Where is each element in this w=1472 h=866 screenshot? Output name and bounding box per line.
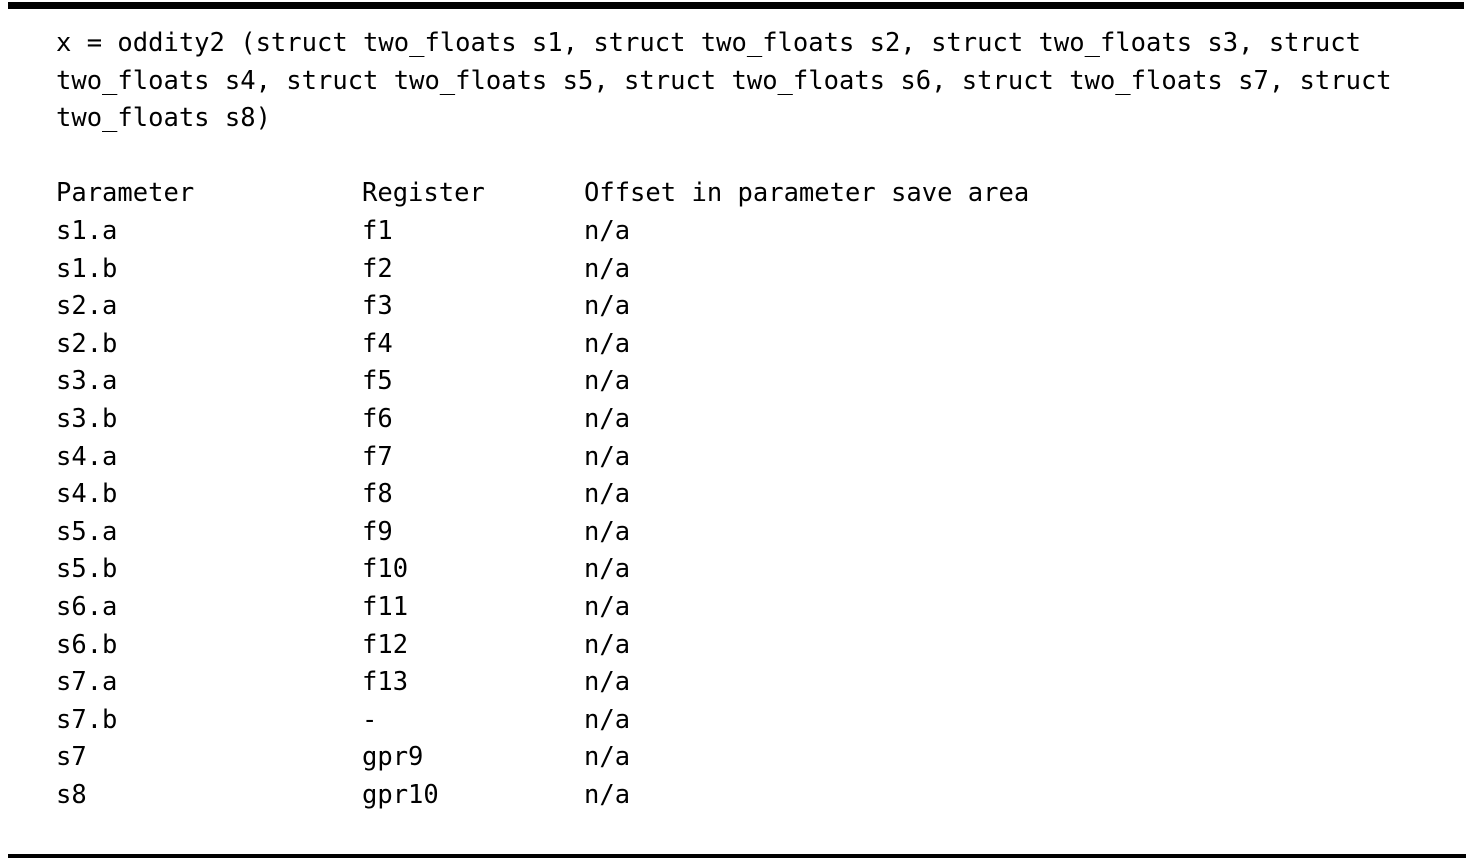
- cell-register: f1: [362, 215, 393, 246]
- cell-register: f9: [362, 516, 393, 547]
- cell-offset: n/a: [584, 253, 631, 284]
- column-header-register: Register: [362, 178, 485, 209]
- table-row: s2.a f3 n/a: [56, 288, 1044, 326]
- cell-offset: n/a: [584, 215, 631, 246]
- table-row: s1.b f2 n/a: [56, 251, 1044, 289]
- cell-offset: n/a: [584, 591, 631, 622]
- cell-register: f5: [362, 366, 393, 397]
- table-row: s7 gpr9 n/a: [56, 739, 1044, 777]
- cell-register: f11: [362, 591, 409, 622]
- cell-parameter: s3.b: [56, 403, 118, 434]
- table-header-row: Parameter Register Offset in parameter s…: [56, 175, 1044, 213]
- table-row: s2.b f4 n/a: [56, 326, 1044, 364]
- cell-offset: n/a: [584, 328, 631, 359]
- cell-register: f7: [362, 441, 393, 472]
- column-header-offset: Offset in parameter save area: [584, 178, 1030, 209]
- cell-offset: n/a: [584, 516, 631, 547]
- cell-offset: n/a: [584, 554, 631, 585]
- cell-register: f2: [362, 253, 393, 284]
- cell-offset: n/a: [584, 441, 631, 472]
- cell-parameter: s6.a: [56, 591, 118, 622]
- cell-parameter: s7.b: [56, 704, 118, 735]
- cell-offset: n/a: [584, 779, 631, 810]
- cell-offset: n/a: [584, 291, 631, 322]
- parameter-register-table: Parameter Register Offset in parameter s…: [56, 175, 1044, 814]
- cell-parameter: s1.a: [56, 215, 118, 246]
- table-header: Parameter Register Offset in parameter s…: [56, 175, 1044, 213]
- cell-offset: n/a: [584, 704, 631, 735]
- cell-parameter: s7: [56, 742, 87, 773]
- cell-parameter: s2.a: [56, 291, 118, 322]
- cell-parameter: s5.b: [56, 554, 118, 585]
- table-row: s3.b f6 n/a: [56, 401, 1044, 439]
- cell-register: f12: [362, 629, 409, 660]
- table-row: s6.b f12 n/a: [56, 627, 1044, 665]
- table-row: s4.a f7 n/a: [56, 439, 1044, 477]
- cell-register: f8: [362, 479, 393, 510]
- table-row: s6.a f11 n/a: [56, 589, 1044, 627]
- cell-offset: n/a: [584, 366, 631, 397]
- cell-register: gpr10: [362, 779, 439, 810]
- table-row: s7.a f13 n/a: [56, 664, 1044, 702]
- paragraph-spacer: [56, 138, 1416, 176]
- cell-parameter: s8: [56, 779, 87, 810]
- function-signature: x = oddity2 (struct two_floats s1, struc…: [56, 28, 1408, 134]
- content-block: x = oddity2 (struct two_floats s1, struc…: [56, 25, 1416, 814]
- cell-register: gpr9: [362, 742, 424, 773]
- cell-offset: n/a: [584, 742, 631, 773]
- cell-parameter: s1.b: [56, 253, 118, 284]
- cell-register: f6: [362, 403, 393, 434]
- cell-register: f13: [362, 667, 409, 698]
- cell-parameter: s7.a: [56, 667, 118, 698]
- column-header-parameter: Parameter: [56, 178, 195, 209]
- table-row: s7.b - n/a: [56, 702, 1044, 740]
- cell-parameter: s4.b: [56, 479, 118, 510]
- cell-register: f4: [362, 328, 393, 359]
- table-row: s4.b f8 n/a: [56, 476, 1044, 514]
- cell-offset: n/a: [584, 629, 631, 660]
- table-row: s8 gpr10 n/a: [56, 777, 1044, 815]
- cell-offset: n/a: [584, 667, 631, 698]
- cell-offset: n/a: [584, 403, 631, 434]
- table-row: s5.b f10 n/a: [56, 551, 1044, 589]
- top-horizontal-rule: [8, 2, 1464, 9]
- cell-register: f3: [362, 291, 393, 322]
- table-row: s5.a f9 n/a: [56, 514, 1044, 552]
- bottom-horizontal-rule: [8, 854, 1466, 858]
- cell-register: -: [362, 704, 378, 735]
- cell-parameter: s3.a: [56, 366, 118, 397]
- cell-parameter: s2.b: [56, 328, 118, 359]
- table-row: s3.a f5 n/a: [56, 363, 1044, 401]
- cell-register: f10: [362, 554, 409, 585]
- table-row: s1.a f1 n/a: [56, 213, 1044, 251]
- cell-offset: n/a: [584, 479, 631, 510]
- cell-parameter: s5.a: [56, 516, 118, 547]
- cell-parameter: s4.a: [56, 441, 118, 472]
- cell-parameter: s6.b: [56, 629, 118, 660]
